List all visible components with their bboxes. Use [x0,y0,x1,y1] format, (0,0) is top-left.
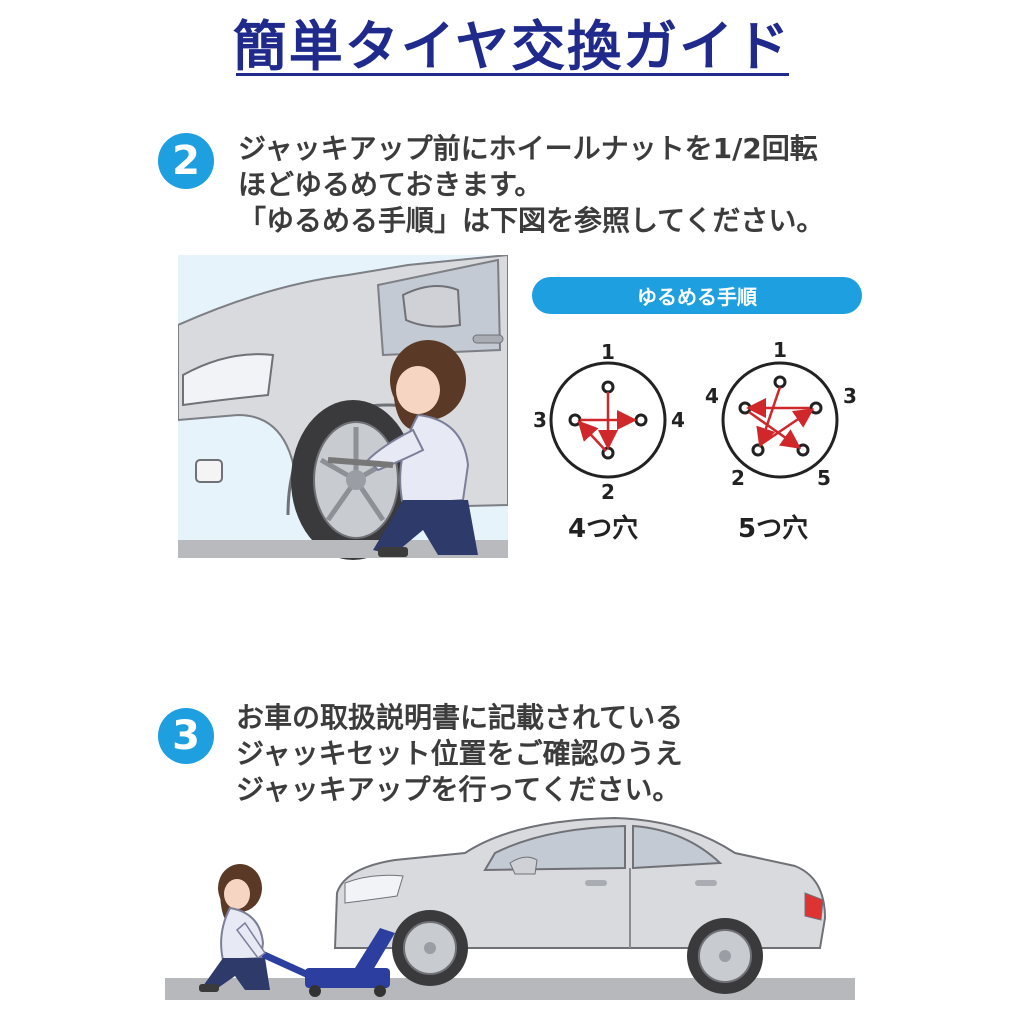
loosening-nuts-illustration [178,255,508,560]
step-2-line-1: ジャッキアップ前にホイールナットを1/2回転 [238,132,818,165]
four-hole-pattern-diagram: 1 2 3 4 [533,340,685,504]
five-hole-num-5: 5 [817,466,831,490]
step-2-text: ジャッキアップ前にホイールナットを1/2回転 ほどゆるめておきます。 「ゆるめる… [238,131,824,239]
floor-jack-illustration [258,928,395,997]
loosening-order-label: ゆるめる手順 [532,277,862,314]
five-hole-num-1: 1 [773,338,787,362]
step-3-line-1: お車の取扱説明書に記載されている [236,701,684,734]
four-hole-num-4: 4 [671,408,685,432]
step-3-badge: 3 [158,708,214,764]
title-underline [236,73,789,76]
car-illustration [333,816,827,994]
five-hole-pattern-diagram: 1 4 3 2 5 [705,338,857,490]
page-title: 簡単タイヤ交換ガイド [232,15,792,78]
four-hole-num-1: 1 [601,340,615,364]
woman-illustration [199,864,270,992]
four-hole-caption: 4つ穴 [568,514,639,544]
four-hole-num-3: 3 [533,408,547,432]
five-hole-num-2: 2 [731,466,745,490]
step-2-line-3: 「ゆるめる手順」は下図を参照してください。 [238,204,825,237]
step-2-badge: 2 [158,133,214,189]
step-3-line-2: ジャッキセット位置をご確認のうえ [236,737,683,770]
five-hole-num-4: 4 [705,384,719,408]
four-hole-num-2: 2 [601,480,615,504]
five-hole-caption: 5つ穴 [738,514,809,544]
jack-up-car-illustration [165,816,855,1000]
woman-illustration [327,340,478,557]
step-3-line-3: ジャッキアップを行ってください。 [236,773,681,806]
step-3-text: お車の取扱説明書に記載されている ジャッキセット位置をご確認のうえ ジャッキアッ… [236,700,683,808]
step-2-line-2: ほどゆるめておきます。 [238,168,543,201]
five-hole-num-3: 3 [843,384,857,408]
